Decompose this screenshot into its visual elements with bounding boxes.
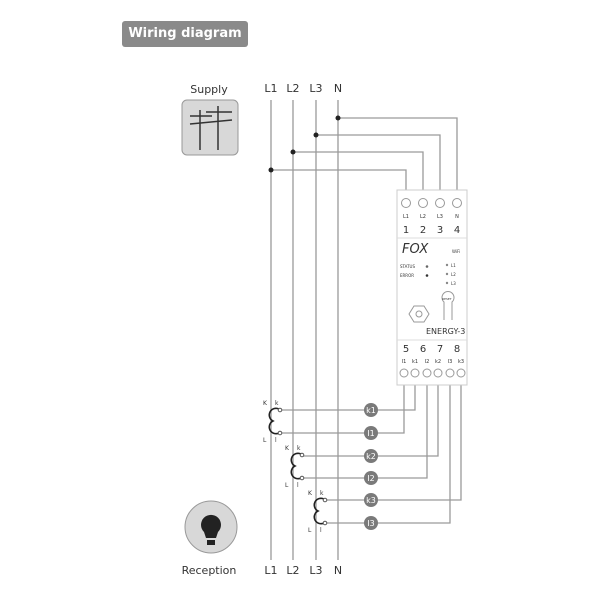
ct-label: l: [275, 437, 277, 444]
connector-label: k1: [366, 406, 376, 415]
phase-label-top: L3: [309, 82, 322, 95]
connector-label: I3: [367, 519, 374, 528]
terminal-number: 3: [437, 225, 443, 236]
junction-dots: [268, 115, 341, 173]
ct-label: K: [308, 490, 313, 497]
ct-label: l: [297, 482, 299, 489]
terminal-number: 6: [420, 344, 426, 355]
terminal-label: L3: [437, 214, 443, 220]
terminal-label: N: [455, 214, 459, 220]
section-title: Wiring diagram: [122, 21, 248, 47]
screw-terminal-icon: [445, 368, 455, 378]
screw-terminal-icon: [452, 198, 462, 208]
ct-label: l: [320, 527, 322, 534]
screw-terminal-icon: [410, 368, 420, 378]
ct-label: k: [297, 445, 301, 452]
terminal-label: I1: [402, 359, 407, 365]
reset-button: [441, 291, 455, 320]
ct-label: L: [263, 437, 267, 444]
screw-terminal-icon: [418, 198, 428, 208]
fox-logo: FOX: [402, 242, 429, 257]
terminal-number: 5: [403, 344, 409, 355]
terminal-label: k2: [435, 359, 441, 365]
ct-terminal: [277, 430, 283, 436]
connector-badge: [364, 516, 378, 530]
ct-terminal: [277, 407, 283, 413]
ct-label: K: [285, 445, 290, 452]
led-l1: L1: [451, 263, 456, 268]
reset-label: RESET: [442, 297, 452, 301]
connector-badge: [364, 493, 378, 507]
phase-label-top: L1: [264, 82, 277, 95]
ct-label: L: [285, 482, 289, 489]
led-l3: L3: [451, 281, 456, 286]
ct-terminal: [299, 475, 305, 481]
phase-label-bottom: L3: [309, 564, 322, 577]
terminal-label: L2: [420, 214, 426, 220]
ct-label: k: [275, 400, 279, 407]
connector-label: I2: [367, 474, 374, 483]
antenna-connector-icon: [408, 305, 430, 323]
screw-terminal-icon: [401, 198, 411, 208]
ct-terminal: [322, 520, 328, 526]
terminal-number: 7: [437, 344, 443, 355]
ct-coil-icon: [268, 407, 280, 435]
screw-terminal-icon: [435, 198, 445, 208]
ct-terminal: [322, 497, 328, 503]
terminal-number: 4: [454, 225, 460, 236]
connector-badge: [364, 426, 378, 440]
terminal-label: I2: [425, 359, 430, 365]
energy-meter-device: L1 1 5 L2 2 6 L3 3 7 N 4 8I1 k1 I2 k2 I3 k3 FOX WiFi STA…: [396, 189, 468, 386]
ct-coil-icon: [313, 497, 325, 525]
connector-badge: [364, 403, 378, 417]
phase-label-bottom: L1: [264, 564, 277, 577]
screw-terminal-icon: [433, 368, 443, 378]
ct-label: k: [320, 490, 324, 497]
screw-terminal-icon: [422, 368, 432, 378]
wires: [270, 100, 462, 560]
error-led-label: ERROR: [400, 273, 414, 278]
ct-terminal: [299, 452, 305, 458]
ct-label: K: [263, 400, 268, 407]
supply-label: Supply: [190, 83, 228, 96]
terminal-number: 2: [420, 225, 426, 236]
terminal-label: k3: [458, 359, 464, 365]
screw-terminal-icon: [399, 368, 409, 378]
terminal-label: L1: [403, 214, 409, 220]
connector-label: k3: [366, 496, 376, 505]
model-label: ENERGY-3: [426, 327, 465, 336]
phase-label-top: N: [334, 82, 342, 95]
phase-label-bottom: N: [334, 564, 342, 577]
ct-coil-icon: [290, 452, 302, 480]
connector-badge: [364, 449, 378, 463]
screw-terminal-icon: [456, 368, 466, 378]
light-bulb-icon: [184, 500, 238, 554]
wifi-label: WiFi: [452, 249, 460, 254]
terminal-label: I3: [448, 359, 453, 365]
led-l2: L2: [451, 272, 456, 277]
terminal-label: k1: [412, 359, 418, 365]
terminal-number: 8: [454, 344, 460, 355]
ct-label: L: [308, 527, 312, 534]
connector-badge: [364, 471, 378, 485]
supply-pylon-icon: [181, 99, 239, 156]
connector-label: I1: [367, 429, 374, 438]
connector-label: k2: [366, 452, 376, 461]
phase-label-bottom: L2: [286, 564, 299, 577]
phase-label-top: L2: [286, 82, 299, 95]
status-led-label: STATUS: [400, 264, 415, 269]
terminal-number: 1: [403, 225, 409, 236]
reception-label: Reception: [182, 564, 237, 577]
